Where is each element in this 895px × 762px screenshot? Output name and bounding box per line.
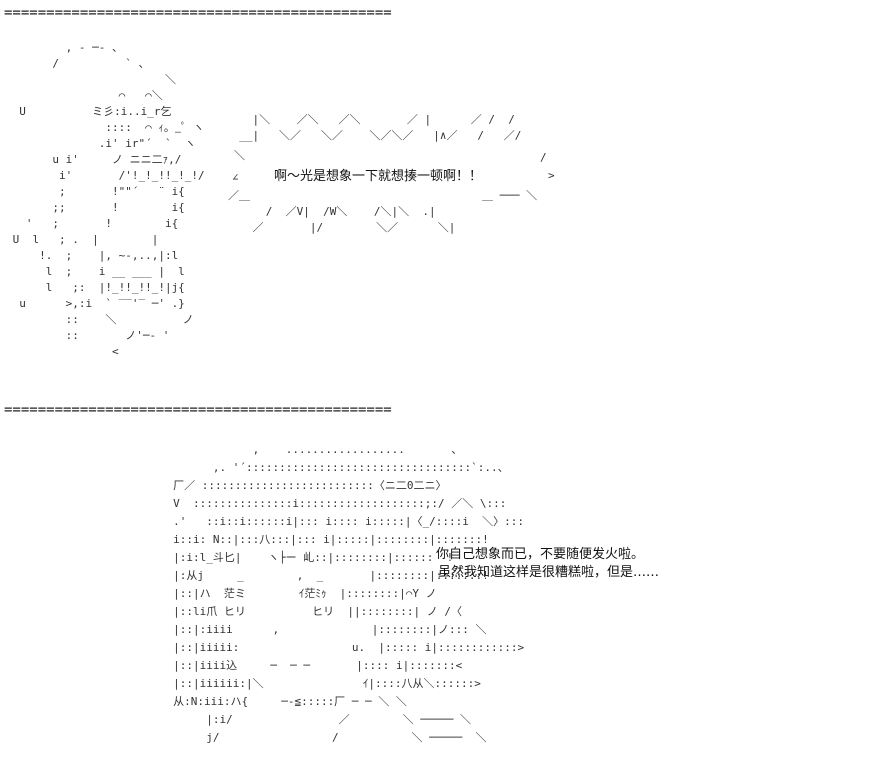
ascii-character1-line: ⌒ ⌒＼	[6, 89, 163, 102]
ascii-character2-line: |::|:iiii , |::::::::|ノ::: ＼	[140, 623, 487, 636]
bubble-bottom-right: ＿ ─── ＼	[482, 189, 538, 202]
bubble-bottom-left: ／＿	[228, 189, 250, 202]
ascii-character1-line: u i' ノ ニニ二ｧ,/	[6, 153, 182, 166]
ascii-character2-line: .' ::i::i::::::i|::: i:::: i:::::|〈_/:::…	[140, 515, 524, 528]
bubble-top-edge-2: __| ＼／ ＼／ ＼／＼／ |∧／ / ／/	[226, 129, 522, 142]
reply-speech-line-2: 虽然我知道这样是很糟糕啦，但是……	[438, 565, 660, 580]
ascii-character1-line: ;; ! i{	[6, 201, 185, 214]
bubble-left-edge: ＼	[234, 149, 245, 162]
bubble-mid-right: >	[548, 169, 555, 182]
ascii-character1-line: !. ; |, ~-,..,|:l	[6, 249, 179, 262]
ascii-character2-line: V :::::::::::::::i:::::::::::::::::::;:/…	[140, 497, 507, 510]
bubble-right-edge: /	[540, 151, 547, 164]
ascii-character2-line: |::|iiiii: u. |::::: i|::::::::::::>	[140, 641, 525, 654]
ascii-character2-line: j/ / ＼ ───── ＼	[140, 731, 487, 744]
bubble-top-edge: |＼ ／＼ ／＼ ／ | ／ / /	[226, 113, 515, 126]
bubble-bottom-edge: / ／V| /W＼ /＼|＼ .|	[226, 205, 436, 218]
ascii-character1-line: :: ＼ ノ	[6, 313, 194, 326]
ascii-character2-line: |::|iiiiii:|＼ ｲ|::::八从＼::::::>	[140, 677, 481, 690]
speech-bubble: |＼ ／＼ ／＼ ／ | ／ / / __| ＼／ ＼／ ＼／＼／ |∧／ / …	[226, 112, 576, 242]
ascii-character1-line: ' ; ! i{	[6, 217, 179, 230]
ascii-character2-line: |:从j _ , _ |::::::::|:::::::!	[140, 569, 489, 582]
ascii-character1-line: i' /'!_!_!!_!_!/	[6, 169, 205, 182]
ascii-character2-line: |::li爪 ヒリ ヒリ ||::::::::| ノ /〈	[140, 605, 463, 618]
ascii-character1-line: l ; i __ ___ | l	[6, 265, 185, 278]
ascii-character1-line: U ミ彡:i..i_r乞	[6, 105, 172, 118]
bubble-speech-text: 啊～光是想象一下就想揍一顿啊！！	[274, 169, 483, 184]
ascii-character1-line: / ` 、	[6, 57, 150, 70]
bubble-bottom-edge-2: ／ |/ ＼／ ＼|	[226, 221, 456, 234]
ascii-character1-line: ＼	[6, 73, 176, 86]
ascii-character2-line: 厂／ ::::::::::::::::::::::::::〈ニ二0二ニ〉	[140, 479, 447, 492]
ascii-character2-line: |::|ハ 茫ミ ｲ茫ﾐｩ |::::::::|⌒Y ノ	[140, 587, 437, 600]
ascii-character2-line: 从:N:iii:ハ{ ─-≦:::::厂 ─ ─ ＼ ＼	[140, 695, 407, 708]
ascii-character1-line: <	[6, 345, 119, 358]
ascii-character1-line: ; !""´ ¨ i{	[6, 185, 185, 198]
ascii-art-character-1: , - ─- 、 / ` 、 ＼ ⌒ ⌒＼ U ミ彡:i..i_r乞 :::: …	[6, 40, 205, 360]
ascii-character1-line: l ;: |!_!!_!!_!|j{	[6, 281, 185, 294]
middle-separator: ========================================…	[4, 402, 392, 418]
ascii-character1-line: U l ; . | |	[6, 233, 159, 246]
ascii-character2-line: |::|iiii込 ─ ─ ─ |:::: i|:::::::<	[140, 659, 463, 672]
ascii-character2-line: ,. '´::::::::::::::::::::::::::::::::::`…	[140, 461, 509, 474]
top-separator: ========================================…	[4, 5, 392, 21]
bubble-mid-left: ∠	[232, 171, 239, 184]
ascii-character2-line: |:i/ ／ ＼ ───── ＼	[140, 713, 472, 726]
reply-speech-line-1: 你自己想象而已，不要随便发火啦。	[436, 547, 645, 562]
ascii-character1-line: :: ノ'─- '	[6, 329, 170, 342]
ascii-character2-line: i::i: N::|:::八:::|::: i|:::::|::::::::|:…	[140, 533, 489, 546]
ascii-character2-line: , .................. 、	[140, 443, 463, 456]
ascii-art-character-2: , .................. 、 ,. '´::::::::::::…	[140, 441, 524, 747]
ascii-character1-line: , - ─- 、	[6, 41, 123, 54]
ascii-character1-line: .i' ir"´ ` ヽ	[6, 137, 196, 150]
ascii-character1-line: u >,:i ` ‾‾'‾ ─' .}	[6, 297, 185, 310]
ascii-character2-line: |:i:l_斗匕| ヽ├ー 乢::|::::::::|:::::: !	[140, 551, 454, 564]
ascii-character1-line: :::: ⌒ ｨ。_ﾟ ヽ	[6, 121, 205, 134]
